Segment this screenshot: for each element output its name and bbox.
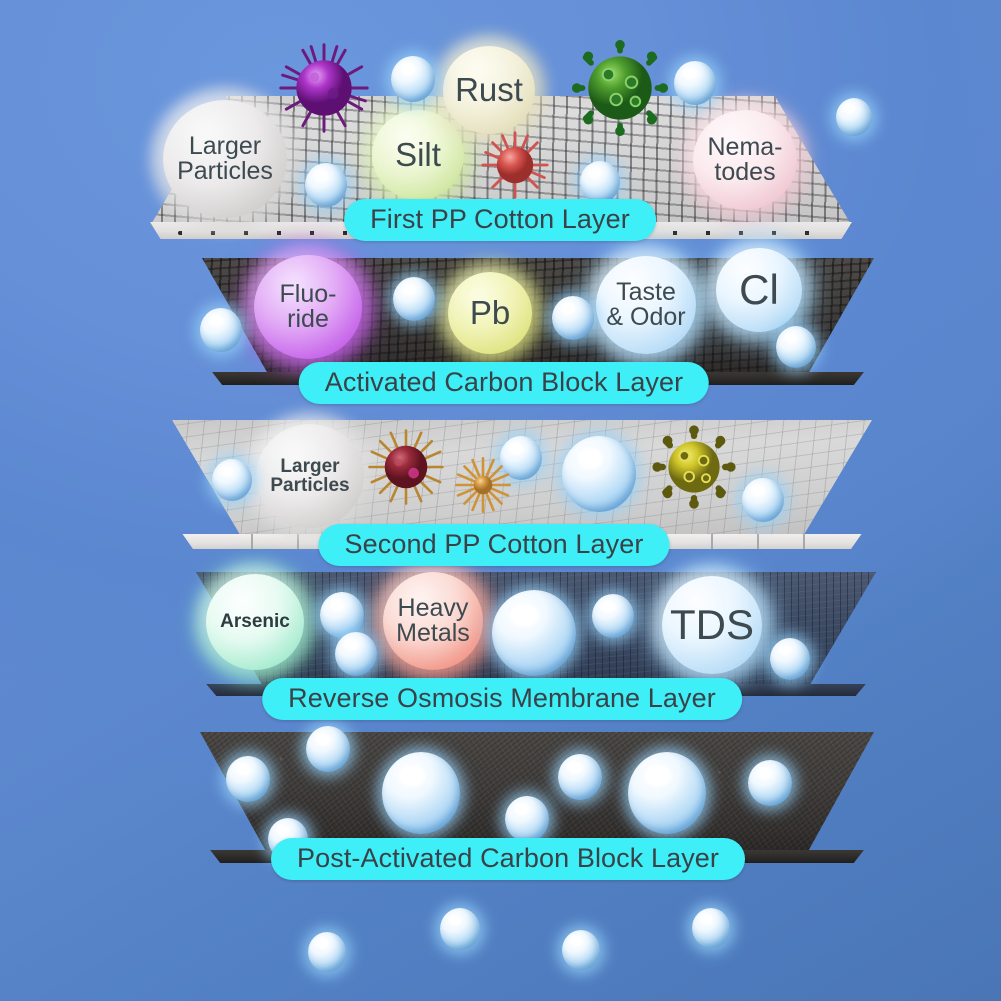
water-droplet: [558, 754, 602, 800]
water-droplet: [335, 632, 377, 676]
contaminant-rust: Rust: [443, 46, 535, 134]
contaminant-label: Taste & Odor: [606, 277, 686, 331]
water-droplet: [391, 56, 435, 102]
water-droplet: [742, 478, 784, 522]
contaminant-label: Cl: [739, 265, 779, 313]
water-droplet: [320, 592, 364, 638]
water-droplet: [592, 594, 634, 638]
contaminant-larger-particles-2: Larger Particles: [256, 424, 364, 528]
water-droplet: [552, 296, 594, 340]
contaminant-nematodes: Nema- todes: [693, 110, 797, 210]
water-droplet: [674, 61, 716, 105]
layer-label-reverse-osmosis-membrane[interactable]: Reverse Osmosis Membrane Layer: [262, 678, 742, 721]
water-droplet: [382, 752, 460, 834]
contaminant-fluoride: Fluo- ride: [254, 255, 362, 359]
contaminant-label: Larger Particles: [270, 455, 350, 496]
water-droplet: [492, 590, 576, 676]
contaminant-arsenic: Arsenic: [206, 574, 304, 670]
water-droplet: [628, 752, 706, 834]
water-droplet: [692, 908, 730, 948]
layer-label-post-activated-carbon-block[interactable]: Post-Activated Carbon Block Layer: [271, 838, 745, 881]
contaminant-label: Rust: [455, 71, 523, 109]
water-droplet: [308, 932, 346, 972]
contaminant-label: Silt: [395, 136, 441, 174]
contaminant-taste-odor: Taste & Odor: [596, 256, 696, 354]
water-droplet: [770, 638, 810, 680]
maroon-virus-icon: [368, 428, 444, 506]
water-droplet: [212, 459, 252, 501]
contaminant-chlorine: Cl: [716, 248, 802, 332]
layer-label-activated-carbon-block[interactable]: Activated Carbon Block Layer: [298, 362, 710, 405]
contaminant-tds: TDS: [662, 576, 762, 674]
water-droplet: [776, 326, 816, 368]
contaminant-label: Larger Particles: [177, 131, 273, 185]
water-droplet: [562, 436, 636, 512]
layer-label-first-pp-cotton[interactable]: First PP Cotton Layer: [344, 199, 656, 242]
green-virus-icon: [572, 40, 668, 136]
contaminant-label: Heavy Metals: [396, 593, 470, 647]
water-droplet: [440, 908, 480, 950]
purple-virus-icon: [278, 42, 370, 134]
water-droplet: [393, 277, 435, 321]
contaminant-label: Fluo- ride: [279, 279, 337, 333]
water-droplet: [226, 756, 270, 802]
yellow-virus-icon: [652, 425, 736, 509]
red-virus-icon: [480, 130, 550, 200]
contaminant-label: Pb: [469, 294, 511, 332]
orange-germ-icon: [454, 456, 512, 514]
water-droplet: [748, 760, 792, 806]
contaminant-label: Nema- todes: [707, 132, 783, 186]
water-droplet: [836, 98, 872, 136]
contaminant-heavy-metals: Heavy Metals: [383, 572, 483, 670]
water-droplet: [562, 930, 600, 970]
layer-label-second-pp-cotton[interactable]: Second PP Cotton Layer: [318, 524, 670, 567]
contaminant-lead: Pb: [448, 272, 532, 354]
water-droplet: [505, 796, 549, 842]
water-droplet: [580, 161, 620, 203]
contaminant-label: TDS: [670, 600, 754, 648]
water-droplet: [305, 163, 347, 207]
water-droplet: [306, 726, 350, 772]
water-droplet: [500, 436, 542, 480]
water-droplet: [200, 308, 242, 352]
contaminant-larger-particles-1: Larger Particles: [163, 100, 287, 218]
contaminant-label: Arsenic: [220, 611, 290, 633]
